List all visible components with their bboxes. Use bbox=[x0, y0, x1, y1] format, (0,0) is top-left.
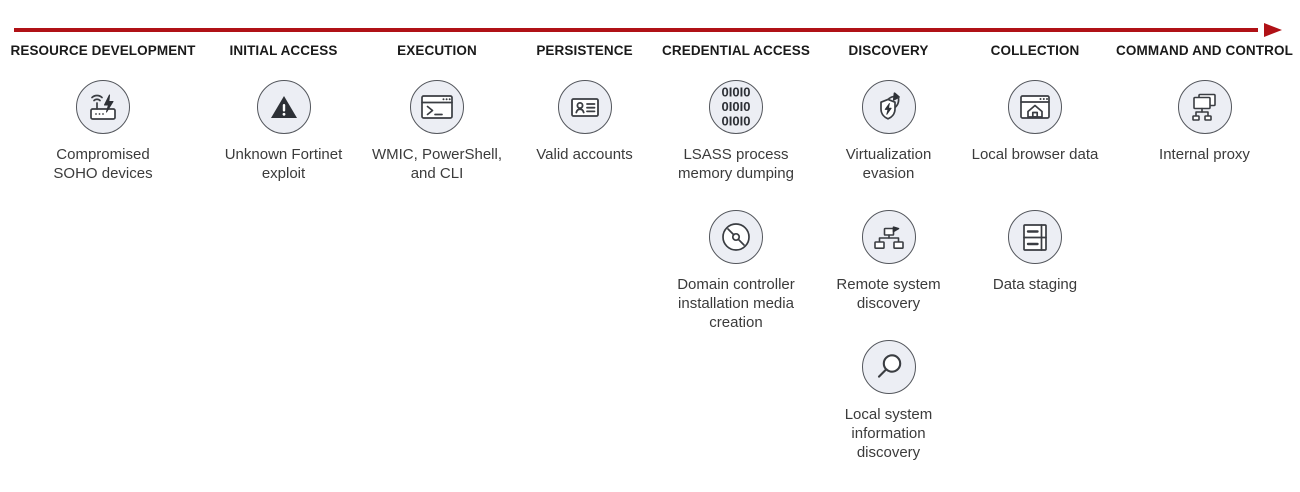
stage-column-resource-development: Compromised SOHO devices bbox=[0, 80, 206, 472]
technique-cell[interactable]: Data staging bbox=[961, 210, 1109, 330]
stage-header-credential-access: CREDENTIAL ACCESS bbox=[662, 43, 810, 58]
stage-header-persistence: PERSISTENCE bbox=[536, 43, 633, 58]
svg-text:0I0I0: 0I0I0 bbox=[722, 99, 751, 114]
stage-header-initial-access: INITIAL ACCESS bbox=[229, 43, 338, 58]
technique-cell[interactable]: WMIC, PowerShell, and CLI bbox=[361, 80, 513, 200]
technique-label: Data staging bbox=[992, 276, 1078, 293]
stage-column-collection: Local browser data Data staging bbox=[961, 80, 1109, 472]
technique-label: Local system information discovery bbox=[844, 406, 933, 461]
technique-label: Unknown Fortinet exploit bbox=[224, 146, 343, 182]
id-badge-icon bbox=[557, 80, 612, 134]
timeline-arrow-shaft bbox=[14, 28, 1258, 32]
binary-data-icon: 0I0I0 0I0I0 0I0I0 bbox=[709, 80, 763, 134]
technique-cell[interactable]: Remote system discovery bbox=[816, 210, 961, 330]
technique-label: Compromised SOHO devices bbox=[53, 146, 153, 182]
technique-cell[interactable]: 0I0I0 0I0I0 0I0I0 LSASS process memory d… bbox=[656, 80, 816, 200]
technique-cell[interactable]: Domain controller installation media cre… bbox=[656, 210, 816, 332]
technique-cell[interactable]: Local browser data bbox=[961, 80, 1109, 200]
optical-disc-icon bbox=[709, 210, 763, 264]
router-lightning-icon bbox=[76, 80, 130, 134]
terminal-console-icon bbox=[410, 80, 464, 134]
browser-home-icon bbox=[1008, 80, 1062, 134]
timeline-arrow bbox=[14, 22, 1282, 38]
stage-header-resource-development: RESOURCE DEVELOPMENT bbox=[10, 43, 196, 58]
technique-label: LSASS process memory dumping bbox=[678, 146, 794, 182]
magnifying-glass-icon bbox=[861, 340, 916, 394]
stage-column-discovery: Virtualization evasion Remote system dis… bbox=[816, 80, 961, 472]
stage-header-row: RESOURCE DEVELOPMENT INITIAL ACCESS EXEC… bbox=[0, 43, 1300, 58]
technique-cell[interactable]: Virtualization evasion bbox=[816, 80, 961, 200]
technique-label: WMIC, PowerShell, and CLI bbox=[371, 146, 503, 182]
stage-column-initial-access: Unknown Fortinet exploit bbox=[206, 80, 361, 472]
warning-triangle-icon bbox=[256, 80, 311, 134]
technique-cell[interactable]: Local system information discovery bbox=[816, 340, 961, 462]
stage-header-discovery: DISCOVERY bbox=[848, 43, 929, 58]
stage-column-credential-access: 0I0I0 0I0I0 0I0I0 LSASS process memory d… bbox=[656, 80, 816, 472]
technique-cell[interactable]: Unknown Fortinet exploit bbox=[206, 80, 361, 200]
file-cabinet-icon bbox=[1008, 210, 1062, 264]
technique-cell[interactable]: Valid accounts bbox=[513, 80, 656, 200]
stage-column-command-and-control: Internal proxy bbox=[1109, 80, 1300, 472]
shield-bolt-arrow-icon bbox=[861, 80, 916, 134]
stage-column-persistence: Valid accounts bbox=[513, 80, 656, 472]
technique-label: Domain controller installation media cre… bbox=[677, 276, 795, 331]
network-topology-icon bbox=[861, 210, 916, 264]
timeline-arrow-head bbox=[1264, 23, 1282, 37]
svg-text:0I0I0: 0I0I0 bbox=[722, 84, 751, 99]
technique-label: Local browser data bbox=[971, 146, 1099, 163]
technique-cell[interactable]: Compromised SOHO devices bbox=[0, 80, 206, 200]
technique-grid: Compromised SOHO devices Unknown Fortine… bbox=[0, 80, 1300, 472]
technique-label: Remote system discovery bbox=[836, 276, 941, 312]
stage-column-execution: WMIC, PowerShell, and CLI bbox=[361, 80, 513, 472]
technique-label: Virtualization evasion bbox=[845, 146, 932, 182]
technique-label: Internal proxy bbox=[1159, 146, 1250, 163]
monitors-network-icon bbox=[1177, 80, 1232, 134]
stage-header-collection: COLLECTION bbox=[990, 43, 1080, 58]
stage-header-execution: EXECUTION bbox=[397, 43, 477, 58]
stage-header-command-and-control: COMMAND AND CONTROL bbox=[1116, 43, 1293, 58]
svg-text:0I0I0: 0I0I0 bbox=[722, 113, 751, 128]
technique-label: Valid accounts bbox=[536, 146, 633, 163]
technique-cell[interactable]: Internal proxy bbox=[1109, 80, 1300, 200]
